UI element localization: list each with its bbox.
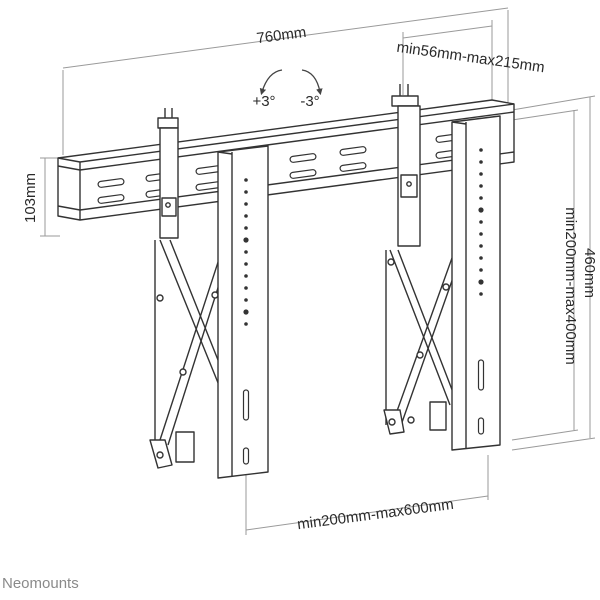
tilt-minus-label: -3° — [300, 93, 319, 110]
left-strip-hole — [244, 202, 248, 206]
brand-logo: Neomounts — [2, 575, 79, 592]
right-strip-slot — [477, 359, 485, 391]
tilt-indicator — [259, 69, 323, 96]
right-strip-slot — [477, 417, 485, 435]
left-strip-hole — [243, 309, 249, 315]
tilt-plus-label: +3° — [252, 93, 275, 110]
right-strip-hole — [479, 268, 483, 272]
dimension-lines — [40, 7, 596, 535]
right-strip-hole — [478, 207, 484, 213]
left-strip-slot — [242, 389, 250, 421]
right-strip-hole — [479, 232, 483, 236]
right-strip-hole — [478, 279, 484, 285]
right-strip-hole — [479, 184, 483, 188]
right-vertical-strip — [451, 115, 501, 451]
left-strip-hole — [244, 274, 248, 278]
right-strip-holes — [477, 148, 485, 435]
right-bracket — [383, 84, 461, 435]
right-strip-hole — [479, 172, 483, 176]
right-strip-hole — [479, 160, 483, 164]
left-strip-hole — [244, 286, 248, 290]
vertical-range-label: min200mm-max400mm — [562, 207, 579, 365]
left-strip-hole — [244, 214, 248, 218]
right-strip-hole — [479, 292, 483, 296]
adjust-label: min56mm-max215mm — [396, 39, 546, 77]
left-strip-hole — [244, 298, 248, 302]
left-strip-slot — [242, 447, 250, 465]
left-vertical-strip — [217, 145, 269, 479]
left-strip-hole — [244, 322, 248, 326]
left-bracket — [149, 108, 233, 469]
width-label: 760mm — [256, 24, 308, 47]
right-strip-hole — [479, 256, 483, 260]
left-strip-hole — [244, 250, 248, 254]
horizontal-range-label: min200mm-max600mm — [296, 496, 454, 533]
left-strip-hole — [244, 178, 248, 182]
height-label: 103mm — [22, 173, 39, 223]
right-strip-hole — [479, 244, 483, 248]
left-strip-hole — [243, 237, 249, 243]
wall-rail — [57, 99, 515, 221]
right-strip-hole — [479, 148, 483, 152]
left-strip-hole — [244, 190, 248, 194]
right-strip-hole — [479, 196, 483, 200]
left-strip-holes — [242, 178, 250, 465]
total-height-label: 460mm — [581, 248, 598, 298]
left-strip-hole — [244, 262, 248, 266]
right-strip-hole — [479, 220, 483, 224]
left-strip-hole — [244, 226, 248, 230]
